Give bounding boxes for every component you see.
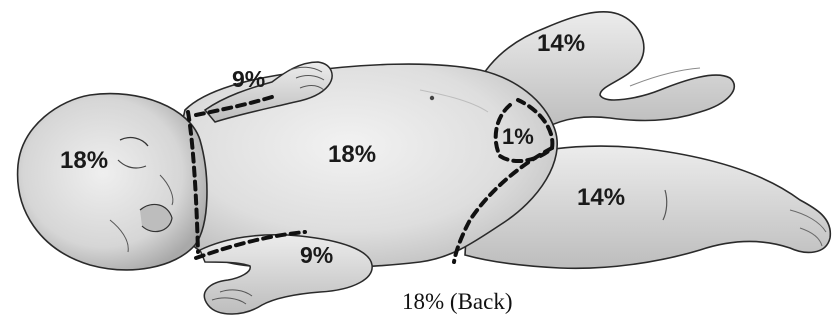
head-percent-label: 18%	[60, 147, 108, 174]
lower-leg-percent-label: 14%	[577, 184, 625, 211]
back-caption: 18% (Back)	[402, 289, 513, 314]
head	[18, 94, 207, 270]
trunk-percent-label: 18%	[328, 141, 376, 168]
upper-leg-percent-label: 14%	[537, 30, 585, 57]
genital-percent-label: 1%	[502, 124, 534, 149]
upper-arm-percent-label: 9%	[232, 66, 265, 92]
lower-arm-percent-label: 9%	[300, 242, 333, 268]
